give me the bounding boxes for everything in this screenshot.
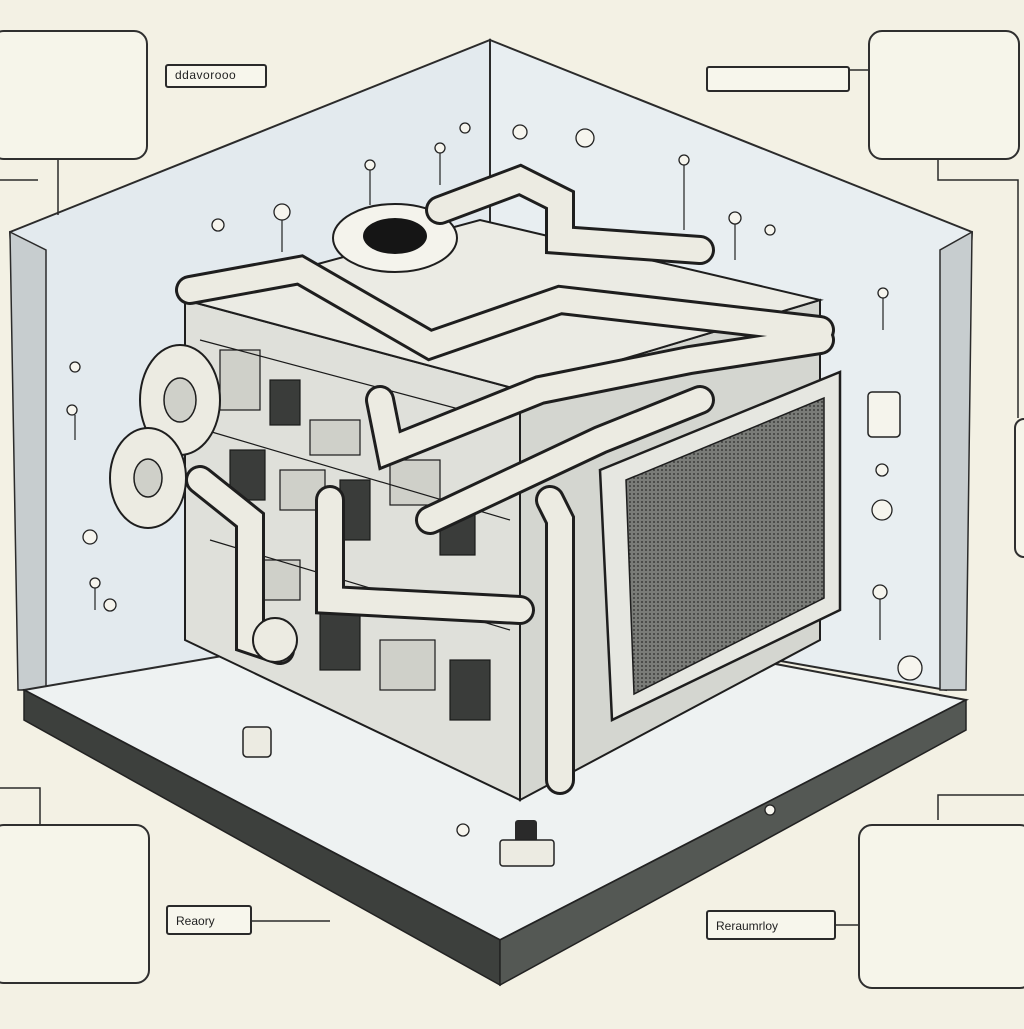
callout-ac-unit [0, 824, 150, 984]
filter-mesh [625, 396, 825, 696]
gauge-stems [74, 153, 884, 640]
label-top-right [706, 66, 850, 92]
callout-right-edge [1014, 418, 1024, 558]
label-bottom-right: Reraumrloy [706, 910, 836, 940]
callout-vent [868, 30, 1020, 160]
label-top: ddavorooo [165, 64, 267, 88]
callout-components [0, 30, 148, 160]
gauge-markers [66, 122, 923, 837]
callout-coil [858, 824, 1024, 989]
enclosure-left-edge [9, 230, 47, 691]
floor-slab-right [499, 698, 967, 987]
label-bottom-left: Reaory [166, 905, 252, 935]
side-fans [109, 344, 298, 663]
enclosure-right-edge [939, 230, 973, 691]
leader-lines [0, 69, 1024, 926]
